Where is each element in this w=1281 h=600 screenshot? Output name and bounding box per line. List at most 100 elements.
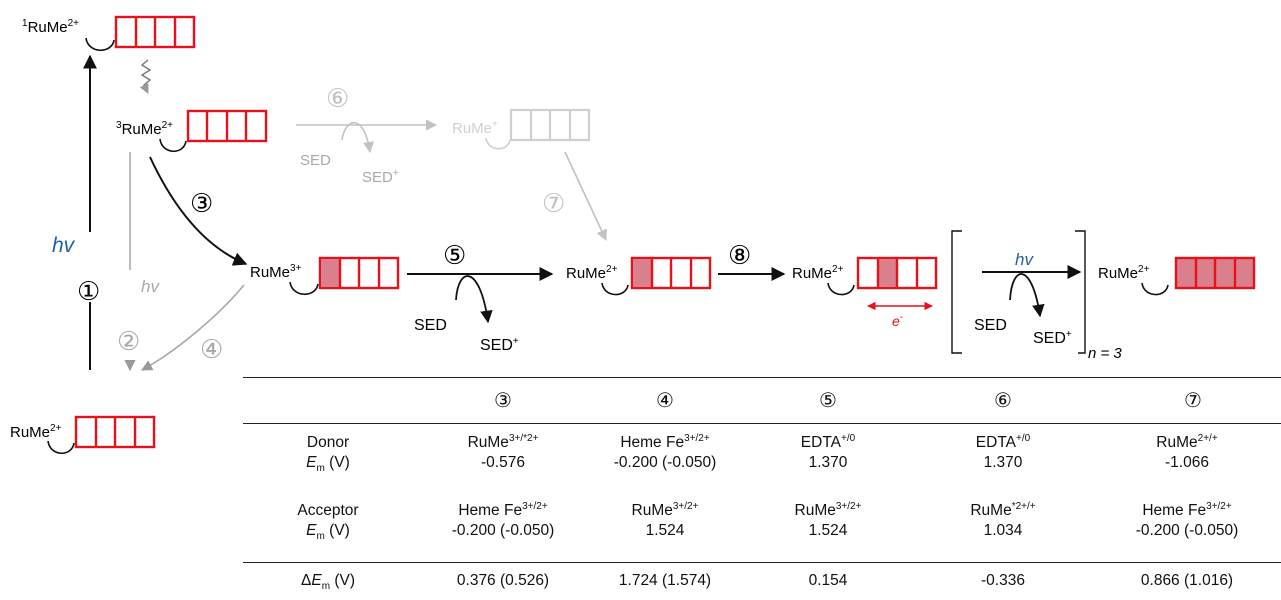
step-3: ③ (190, 188, 213, 218)
oxidized-name: RuMe (250, 264, 290, 281)
donor-em-4: -0.200 (-0.050) (613, 454, 717, 471)
sed-label-6: SED (300, 152, 331, 169)
ground-charge: 2+ (50, 423, 62, 434)
acceptor-em-label: Em (V) (306, 522, 350, 543)
header-step-7: ⑦ (1184, 390, 1202, 412)
heme-wire-4 (630, 256, 712, 290)
delta-em-7: 0.866 (1.016) (1140, 572, 1234, 589)
triplet-charge: 2+ (162, 120, 174, 131)
photoreduction-scheme: 1RuMe2+ 3RuMe2+ RuMe+ RuMe3+ (22, 15, 1256, 372)
final-name: RuMe (1098, 265, 1138, 282)
acceptor-em-3: -0.200 (-0.050) (451, 522, 555, 539)
svg-text:RuMe2+: RuMe2+ (566, 264, 618, 282)
acceptor-label: Acceptor (297, 502, 359, 519)
acceptor-species-7: Heme Fe3+/2+ (1142, 500, 1232, 519)
repeat-count: n = 3 (1088, 345, 1122, 362)
donor-em-5: 1.370 (808, 454, 848, 471)
donor-em-6: 1.370 (983, 454, 1023, 471)
acceptor-species-4: RuMe3+/2+ (631, 500, 699, 519)
step-4: ④ (200, 334, 223, 364)
delta-em-3: 0.376 (0.526) (456, 572, 550, 589)
reduced-to-heme-arrow (564, 151, 607, 242)
back-transfer-arrow (141, 284, 245, 371)
header-step-5: ⑤ (819, 390, 837, 412)
ground-name: RuMe (10, 424, 50, 441)
svg-text:RuMe3+: RuMe3+ (250, 263, 302, 281)
heme-wire-5 (856, 256, 938, 290)
donor-species-6: EDTA+/0 (975, 432, 1031, 451)
delta-label: ΔEm (V) (300, 572, 355, 593)
heme-wire-3 (318, 256, 400, 290)
donor-em-3: -0.576 (481, 454, 525, 471)
reduced-heme-charge: 2+ (606, 264, 618, 275)
svg-text:RuMe2+: RuMe2+ (1098, 264, 1150, 282)
donor-species-7: RuMe2+/+ (1156, 432, 1218, 451)
intersystem-crossing-squiggle (139, 59, 152, 94)
triplet-name: RuMe (122, 121, 162, 138)
oxidized-ruthenium-species: RuMe3+ (250, 256, 400, 296)
singlet-name: RuMe (28, 19, 68, 36)
delta-em-6: -0.336 (981, 572, 1025, 589)
acceptor-species-5: RuMe3+/2+ (794, 500, 862, 519)
svg-text:3RuMe2+: 3RuMe2+ (116, 120, 173, 138)
step-8: ⑧ (728, 240, 751, 270)
transfer-charge: 2+ (832, 264, 844, 275)
svg-text:RuMe2+: RuMe2+ (792, 264, 844, 282)
acceptor-em-7: -0.200 (-0.050) (1135, 522, 1239, 539)
singlet-excited-species: 1RuMe2+ (22, 15, 196, 52)
reduced-heme-species: RuMe2+ (566, 256, 712, 296)
acceptor-em-6: 1.034 (983, 522, 1023, 539)
donor-species-5: EDTA+/0 (800, 432, 856, 451)
reduced-heme-name: RuMe (566, 265, 606, 282)
table-header-row: ③ ④ ⑤ ⑥ ⑦ (243, 389, 1281, 417)
header-step-4: ④ (656, 390, 674, 412)
final-charge: 2+ (1138, 264, 1150, 275)
final-species: RuMe2+ (1098, 256, 1256, 296)
triplet-prefix: 3 (116, 120, 122, 131)
acceptor-species-3: Heme Fe3+/2+ (458, 500, 548, 519)
heme-wire-reduced (509, 108, 591, 142)
heme-wire-ground (74, 415, 156, 449)
delta-em-5: 0.154 (808, 572, 848, 589)
delta-em-4: 1.724 (1.574) (618, 572, 712, 589)
triplet-excited-species: 3RuMe2+ (116, 109, 268, 153)
step-7: ⑦ (542, 188, 565, 218)
heme-wire-1 (114, 15, 196, 49)
hv-label-2: hv (141, 277, 160, 296)
svg-text:SED+: SED+ (1033, 329, 1072, 347)
step-1: ① (77, 276, 100, 306)
svg-text:RuMe+: RuMe+ (452, 119, 498, 137)
step-6: ⑥ (326, 83, 349, 113)
donor-em-label: Em (V) (306, 454, 350, 475)
svg-text:RuMe2+: RuMe2+ (10, 423, 62, 441)
reduced-ruthenium-species: RuMe+ (452, 108, 591, 150)
oxidative-quenching-arrow (149, 156, 248, 266)
svg-text:SED+: SED+ (480, 336, 519, 354)
electron-transfer-species: RuMe2+ e- (792, 256, 938, 329)
acceptor-em-4: 1.524 (645, 522, 685, 539)
table-delta-rule (243, 562, 1281, 563)
sed-plus-label-8: SED (1033, 330, 1066, 347)
hv-label-3: hv (1015, 250, 1034, 269)
oxidized-charge: 3+ (290, 263, 302, 274)
donor-species-4: Heme Fe3+/2+ (620, 432, 710, 451)
svg-text:1RuMe2+: 1RuMe2+ (22, 18, 79, 36)
svg-text:e-: e- (892, 312, 903, 329)
svg-text:SED+: SED+ (362, 168, 399, 186)
table-header-rule (243, 423, 1281, 424)
heme-wire-2 (186, 109, 268, 143)
acceptor-species-6: RuMe*2+/+ (970, 500, 1036, 519)
sed-label-5: SED (414, 317, 447, 334)
electron-label: e (892, 313, 900, 329)
transfer-name: RuMe (792, 265, 832, 282)
sed-label-8: SED (974, 317, 1007, 334)
acceptor-em-5: 1.524 (808, 522, 848, 539)
donor-label: Donor (306, 434, 350, 451)
sed-plus-label-6: SED (362, 169, 393, 186)
heme-wire-6 (1174, 256, 1256, 290)
donor-em-7: -1.066 (1165, 454, 1209, 471)
table-top-rule (243, 377, 1281, 378)
reduced-name: RuMe (452, 120, 492, 137)
header-step-6: ⑥ (994, 390, 1012, 412)
singlet-prefix: 1 (22, 18, 28, 29)
